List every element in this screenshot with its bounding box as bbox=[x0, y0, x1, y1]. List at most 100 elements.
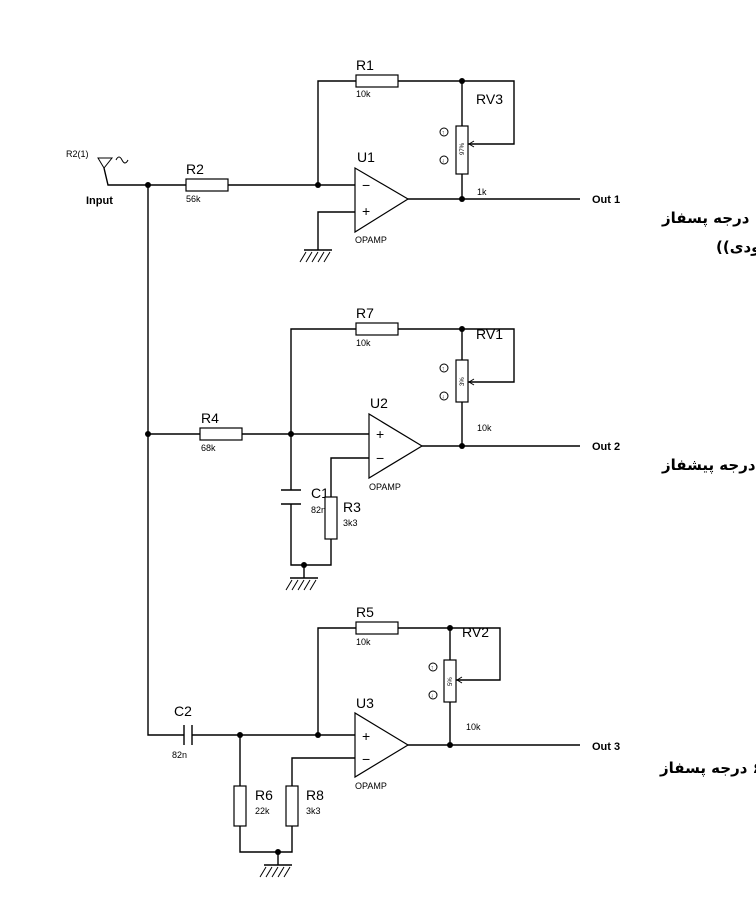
r5-ref: R5 bbox=[356, 604, 374, 620]
generator-label: R2(1) bbox=[66, 149, 89, 159]
out-2-label: Out 2 bbox=[592, 441, 620, 453]
u3-plus-sign: + bbox=[362, 728, 370, 744]
junction-dot bbox=[237, 732, 243, 738]
r5-value: 10k bbox=[356, 637, 371, 647]
rv1-value: 10k bbox=[477, 423, 492, 433]
input-label: Input bbox=[86, 195, 113, 207]
input-generator: R2(1) Input bbox=[66, 149, 148, 207]
r8-ref: R8 bbox=[306, 787, 324, 803]
wire-feedback-3 bbox=[317, 627, 451, 735]
c1-value: 82n bbox=[311, 505, 326, 515]
rv3-ref: RV3 bbox=[476, 91, 503, 107]
u3-type: OPAMP bbox=[355, 781, 387, 791]
pot-up-icon bbox=[428, 662, 438, 672]
ground-icon bbox=[285, 577, 318, 591]
r7-value: 10k bbox=[356, 338, 371, 348]
u1-minus-sign: − bbox=[362, 177, 370, 193]
potentiometer-rv1 bbox=[455, 359, 469, 403]
junction-dot bbox=[459, 196, 465, 202]
junction-dot bbox=[459, 443, 465, 449]
pot-down-glyph: ↓ bbox=[431, 694, 434, 700]
out-3-note: ۶۰ درجه پسفاز bbox=[659, 759, 756, 778]
opamp-u2 bbox=[368, 412, 424, 480]
junction-dot bbox=[447, 625, 453, 631]
pot-down-glyph: ↓ bbox=[442, 395, 445, 401]
u3-ref: U3 bbox=[356, 695, 374, 711]
rv2-wiper: 5% bbox=[448, 677, 454, 686]
resistor-r5 bbox=[355, 621, 399, 635]
wire-rv2-wiper bbox=[450, 627, 501, 681]
c2-ref: C2 bbox=[174, 703, 192, 719]
pot-down-icon bbox=[439, 155, 449, 165]
resistor-r6 bbox=[233, 785, 247, 827]
r7-ref: R7 bbox=[356, 305, 374, 321]
potentiometer-rv2 bbox=[443, 659, 457, 703]
resistor-r8 bbox=[285, 785, 299, 827]
capacitor-c1 bbox=[281, 489, 301, 505]
stage-1: R1 10k R2 56k 97% ↑ ↓ RV3 1k − + U1 OPAM… bbox=[148, 57, 756, 263]
pot-up-icon bbox=[439, 363, 449, 373]
out-3-label: Out 3 bbox=[592, 741, 620, 753]
rv1-ref: RV1 bbox=[476, 326, 503, 342]
input-lead bbox=[103, 167, 148, 186]
ground-icon bbox=[299, 249, 332, 263]
out-1-label: Out 1 bbox=[592, 194, 620, 206]
r4-ref: R4 bbox=[201, 410, 219, 426]
pot-up-icon bbox=[439, 127, 449, 137]
u2-plus-sign: + bbox=[376, 426, 384, 442]
out-2-note: ۶۰ درجه پیشفاز bbox=[661, 456, 756, 475]
potentiometer-rv3 bbox=[455, 125, 469, 175]
sine-icon bbox=[115, 156, 129, 164]
wire-rv1-wiper bbox=[462, 328, 515, 383]
r3-ref: R3 bbox=[343, 499, 361, 515]
wiper-arrow-icon bbox=[456, 676, 464, 684]
wiper-arrow-icon bbox=[468, 140, 476, 148]
junction-dot bbox=[275, 849, 281, 855]
wire-rv3-wiper bbox=[462, 80, 515, 145]
junction-dot bbox=[315, 732, 321, 738]
u1-plus-sign: + bbox=[362, 203, 370, 219]
r6-value: 22k bbox=[255, 806, 270, 816]
out-1-note-line-2: ((معکوس شده نسبت به ورودی)) bbox=[716, 238, 756, 256]
wire-r8 bbox=[291, 757, 355, 786]
r6-ref: R6 bbox=[255, 787, 273, 803]
u2-ref: U2 bbox=[370, 395, 388, 411]
resistor-r2 bbox=[185, 178, 229, 192]
u2-minus-sign: − bbox=[376, 450, 384, 466]
u1-type: OPAMP bbox=[355, 235, 387, 245]
pot-up-glyph: ↑ bbox=[442, 131, 445, 137]
pot-down-icon bbox=[428, 690, 438, 700]
resistor-r4 bbox=[199, 427, 243, 441]
c2-value: 82n bbox=[172, 750, 187, 760]
r2-ref: R2 bbox=[186, 161, 204, 177]
u1-ref: U1 bbox=[357, 149, 375, 165]
resistor-r7 bbox=[355, 322, 399, 336]
r1-value: 10k bbox=[356, 89, 371, 99]
wire-c1 bbox=[290, 434, 332, 566]
rv1-wiper: 3% bbox=[460, 377, 466, 386]
wire-r3 bbox=[330, 457, 369, 497]
wiper-arrow-icon bbox=[468, 378, 476, 386]
r1-ref: R1 bbox=[356, 57, 374, 73]
pot-up-glyph: ↑ bbox=[442, 367, 445, 373]
stage-3: C2 82n R5 10k 5% ↑ ↓ RV2 10k + − U3 OPAM… bbox=[172, 604, 756, 878]
capacitor-c2 bbox=[183, 725, 193, 745]
rv3-value: 1k bbox=[477, 187, 487, 197]
r8-value: 3k3 bbox=[306, 806, 321, 816]
stage-2: R7 10k R4 68k 3% ↑ ↓ RV1 10k + − U2 OPAM… bbox=[148, 305, 756, 591]
junction-dot bbox=[301, 562, 307, 568]
opamp-u1 bbox=[354, 166, 410, 234]
r4-value: 68k bbox=[201, 443, 216, 453]
junction-dot bbox=[315, 182, 321, 188]
u2-type: OPAMP bbox=[369, 482, 401, 492]
u3-minus-sign: − bbox=[362, 751, 370, 767]
rv2-value: 10k bbox=[466, 722, 481, 732]
rv2-ref: RV2 bbox=[462, 624, 489, 640]
junction-dot bbox=[447, 742, 453, 748]
r2-value: 56k bbox=[186, 194, 201, 204]
rv3-wiper: 97% bbox=[460, 142, 466, 155]
pot-down-icon bbox=[439, 391, 449, 401]
junction-dot bbox=[459, 78, 465, 84]
pot-up-glyph: ↑ bbox=[431, 666, 434, 672]
